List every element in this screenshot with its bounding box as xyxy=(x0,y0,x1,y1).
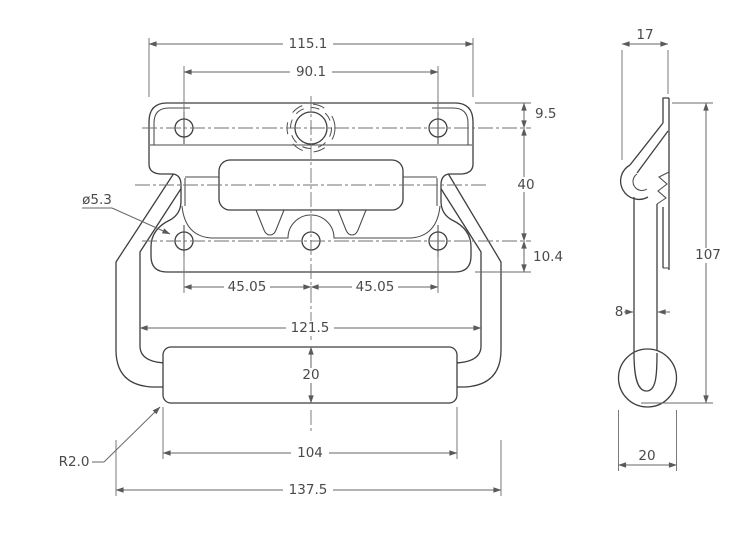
side-spring-cover-edge xyxy=(656,171,670,205)
side-dimensions xyxy=(618,41,713,471)
dim-bracket-depth: 17 xyxy=(636,27,653,43)
dim-grip-height: 20 xyxy=(302,367,319,383)
spring-notch-right xyxy=(337,209,367,236)
plate-inner-corner-left xyxy=(153,107,190,145)
spring-notch-left xyxy=(255,209,285,236)
dim-grip-corner-radius: R2.0 xyxy=(59,454,90,470)
dim-overall-height: 107 xyxy=(695,247,721,263)
dim-grip-length: 104 xyxy=(297,445,323,461)
front-view xyxy=(82,38,531,496)
dim-wire-thickness: 8 xyxy=(615,304,624,320)
dim-text-masks xyxy=(224,37,726,498)
center-lines xyxy=(135,96,531,432)
leader-hole-dia xyxy=(111,207,171,235)
dim-grip-diameter: 20 xyxy=(638,448,655,464)
side-grip-end xyxy=(617,348,678,408)
dim-hole-row-spacing: 40 xyxy=(517,177,534,193)
side-wire-u-bend xyxy=(633,352,658,392)
side-hinge-knuckle-inner xyxy=(632,173,648,192)
dim-hole-pitch-left: 45.05 xyxy=(228,279,267,295)
dim-hole-diameter: ø5.3 xyxy=(82,192,112,208)
side-profile xyxy=(617,97,678,408)
leader-r20 xyxy=(103,406,161,463)
dim-hole-pitch-right: 45.05 xyxy=(356,279,395,295)
dim-plate-width: 115.1 xyxy=(289,36,328,52)
dim-hole-row-to-bottom-edge: 10.4 xyxy=(533,249,563,265)
plate-inner-corner-right xyxy=(432,107,469,145)
side-bend-inner xyxy=(636,130,669,174)
side-bend-outer xyxy=(629,122,664,166)
side-view xyxy=(617,41,713,471)
dim-hole-span-width: 90.1 xyxy=(296,64,326,80)
bail-outer-left xyxy=(115,169,212,388)
bail-outer-right xyxy=(405,169,502,388)
dim-top-edge-to-hole-row: 9.5 xyxy=(535,106,556,122)
side-hinge-knuckle-outer xyxy=(620,164,649,200)
dimension-texts: 115.1 90.1 9.5 40 10.4 ø5.3 45.05 45.05 … xyxy=(59,27,721,498)
lower-band-scallop-edge xyxy=(181,205,441,239)
center-rivet-spring-arc-inner xyxy=(290,107,332,149)
dim-overall-width: 137.5 xyxy=(289,482,328,498)
side-top-tab xyxy=(662,97,669,123)
dim-bail-inner-width: 121.5 xyxy=(291,320,330,336)
